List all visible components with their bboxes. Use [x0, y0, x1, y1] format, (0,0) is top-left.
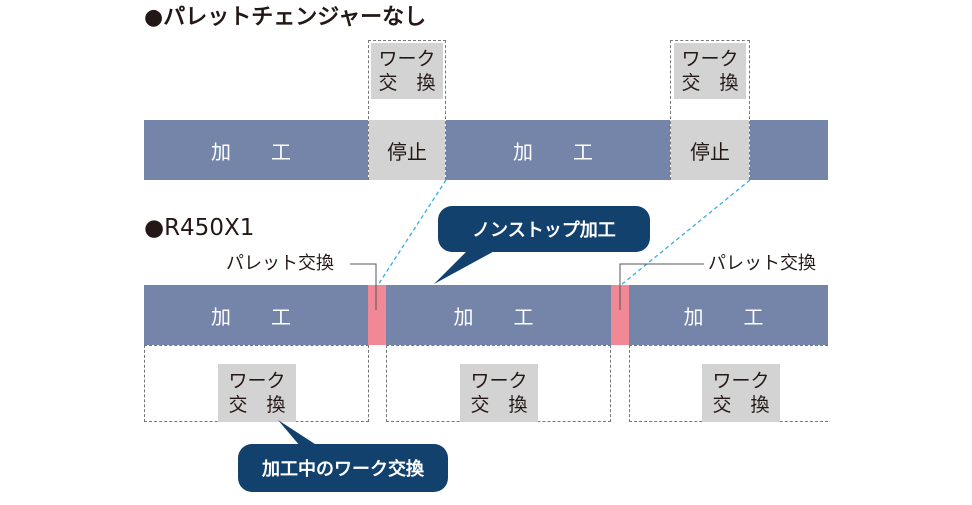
machining-segment: 加 工: [144, 285, 368, 345]
machining-segment: 加 工: [144, 120, 368, 180]
machining-segment: [750, 120, 828, 180]
work-change-text-line1: ワーク: [681, 48, 739, 70]
callout-tail-work-change: [278, 420, 318, 446]
work-change-text-line2: 交 換: [470, 394, 528, 416]
pallet-change-label-right: パレット交換: [708, 253, 816, 274]
pallet-change-label-left: パレット交換: [226, 253, 334, 274]
pallet-change-segment: [368, 285, 386, 345]
machining-segment: 加 工: [386, 285, 611, 345]
guide-line: [620, 179, 751, 286]
stop-segment: 停止: [671, 120, 749, 180]
work-change-text-line2: 交 換: [681, 72, 739, 94]
callout-tail-nonstop: [434, 248, 500, 284]
heading-r450x1: ●R450X1: [144, 215, 255, 241]
work-change-text-line1: ワーク: [378, 48, 436, 70]
callout-nonstop-machining: ノンストップ加工: [438, 206, 650, 252]
work-change-text-line1: ワーク: [470, 370, 528, 392]
work-change-text-line1: ワーク: [228, 370, 286, 392]
work-change-box: ワーク 交 換: [371, 43, 443, 99]
leader-line-left: [350, 263, 377, 310]
machining-segment: 加 工: [629, 285, 828, 345]
work-change-text-line2: 交 換: [378, 72, 436, 94]
work-change-text-line2: 交 換: [228, 394, 286, 416]
leader-line-right: [619, 263, 704, 310]
work-change-box: ワーク 交 換: [218, 364, 296, 422]
work-change-box: ワーク 交 換: [702, 364, 780, 422]
pallet-change-segment: [611, 285, 629, 345]
work-change-text-line1: ワーク: [712, 370, 770, 392]
callout-work-change-during-machining: 加工中のワーク交換: [238, 444, 448, 492]
work-change-box: ワーク 交 換: [674, 43, 746, 99]
work-change-box: ワーク 交 換: [460, 364, 538, 422]
work-change-text-line2: 交 換: [712, 394, 770, 416]
machining-segment: 加 工: [446, 120, 670, 180]
guide-line: [377, 179, 447, 286]
heading-no-pallet-changer: ●パレットチェンジャーなし: [144, 5, 427, 30]
stop-segment: 停止: [369, 120, 445, 180]
